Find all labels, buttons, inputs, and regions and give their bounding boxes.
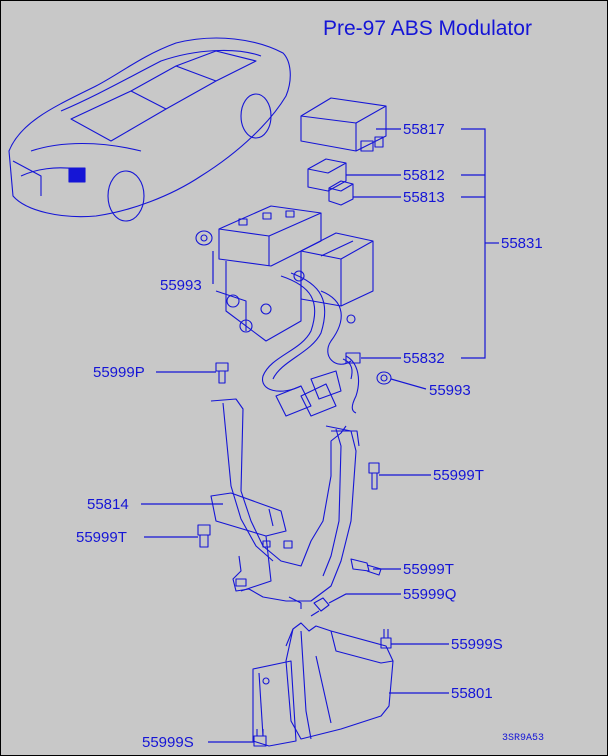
figure-code: 3SR9A53 — [502, 733, 544, 744]
control-unit-55817 — [300, 97, 387, 152]
label-55813: 55813 — [403, 189, 445, 206]
nut-55993-upper — [195, 230, 213, 246]
relay-55813 — [328, 180, 354, 206]
bracket-55814 — [210, 398, 360, 609]
bolt-55999Q — [310, 597, 330, 617]
bolt-55999T-right — [368, 462, 380, 490]
label-55831: 55831 — [501, 235, 543, 252]
label-55832: 55832 — [403, 350, 445, 367]
bolt-55999S-upper — [380, 629, 392, 649]
label-55999T-lower: 55999T — [403, 561, 454, 578]
label-55999P: 55999P — [93, 364, 145, 381]
label-55999S-upper: 55999S — [451, 636, 503, 653]
label-55993-upper: 55993 — [160, 277, 202, 294]
label-55814: 55814 — [87, 496, 129, 513]
nut-55993-right — [376, 371, 392, 385]
car-illustration — [8, 37, 291, 222]
bolt-55999P — [215, 362, 229, 384]
diagram-title: Pre-97 ABS Modulator — [323, 17, 532, 40]
label-55999S-lower: 55999S — [142, 734, 194, 751]
bolt-55999S-lower — [253, 729, 267, 747]
abs-modulator-assembly — [215, 205, 374, 417]
bolt-55999T-left — [197, 524, 211, 548]
label-55999T-right: 55999T — [433, 467, 484, 484]
label-55999Q: 55999Q — [403, 586, 456, 603]
relay-55812 — [307, 158, 347, 192]
leader-lines — [141, 128, 499, 743]
label-55817: 55817 — [403, 121, 445, 138]
label-55993-right: 55993 — [429, 382, 471, 399]
label-55812: 55812 — [403, 167, 445, 184]
label-55999T-left: 55999T — [76, 529, 127, 546]
bolt-55999T-lower — [350, 558, 382, 576]
bracket-55801 — [252, 622, 394, 747]
label-55801: 55801 — [451, 685, 493, 702]
